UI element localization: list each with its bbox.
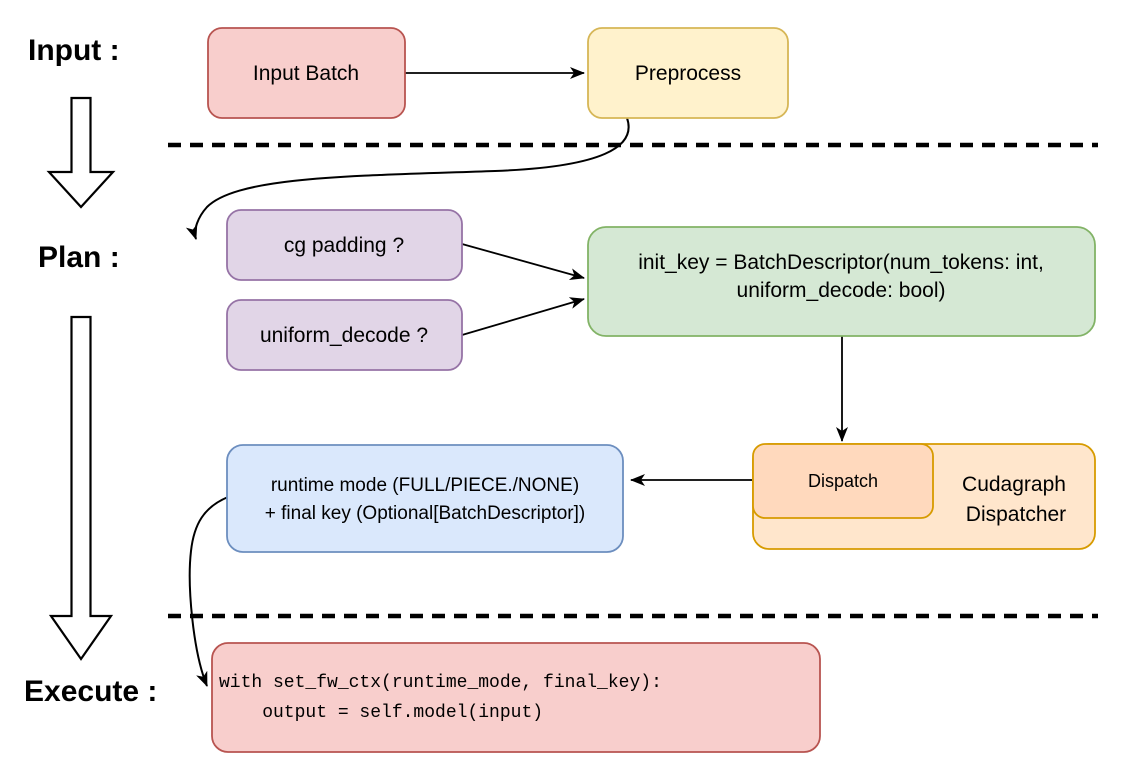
preprocess-label: Preprocess [635, 62, 741, 85]
runtime-mode-box [226, 444, 624, 553]
init-key-box [587, 226, 1096, 337]
connector-runtime-mode-to-execute-code [188, 496, 229, 687]
preprocess-box [587, 27, 789, 119]
dispatch-box [752, 443, 934, 519]
dispatch-label: Dispatch [808, 471, 878, 491]
uniform-decode-label: uniform_decode ? [260, 324, 428, 347]
cudagraph-dispatcher-label-line1: Cudagraph [962, 473, 1066, 496]
execute-code-line2: output = self.model(input) [219, 703, 543, 723]
input-batch-box [207, 27, 406, 119]
runtime-mode-label-line2: + final key (Optional[BatchDescriptor]) [265, 503, 586, 524]
execute-code-line1: with set_fw_ctx(runtime_mode, final_key)… [219, 673, 662, 693]
uniform-decode-box [226, 299, 463, 371]
execute-code-box [211, 642, 821, 753]
stage-label-plan: Plan : [38, 241, 120, 274]
init-key-label-line2: uniform_decode: bool) [737, 279, 946, 302]
cudagraph-dispatcher-label-line2: Dispatcher [966, 503, 1066, 526]
stage-label-execute: Execute : [24, 675, 157, 708]
connector-preprocess-to-cg-padding [185, 117, 630, 240]
stage-arrow-input-to-plan-icon [46, 96, 116, 209]
init-key-label-line1: init_key = BatchDescriptor(num_tokens: i… [638, 251, 1044, 274]
runtime-mode-label-line1: runtime mode (FULL/PIECE./NONE) [271, 475, 579, 496]
connector-cg-padding-to-init-key [461, 243, 585, 281]
cg-padding-box [226, 209, 463, 281]
cg-padding-label: cg padding ? [284, 234, 404, 257]
input-batch-label: Input Batch [253, 62, 359, 85]
connector-uniform-decode-to-init-key [461, 297, 585, 336]
stage-arrow-plan-to-execute-icon [48, 315, 114, 661]
stage-label-input: Input : [28, 34, 120, 67]
